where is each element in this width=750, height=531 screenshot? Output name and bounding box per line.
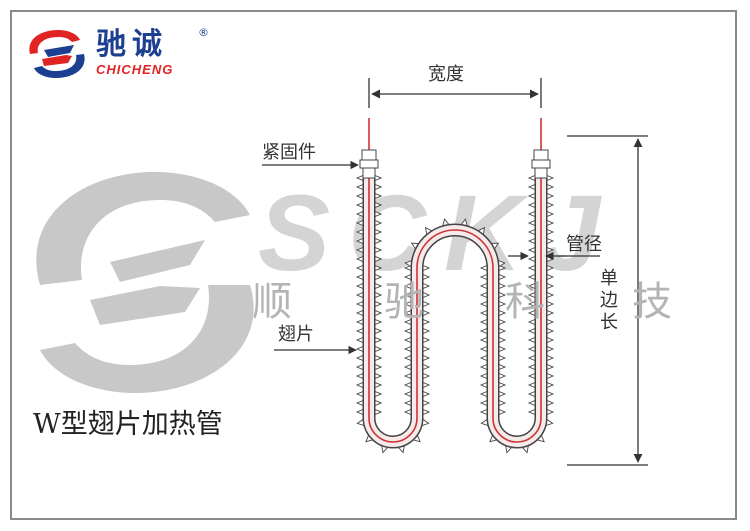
fastener-washer xyxy=(531,159,551,169)
heating-wire xyxy=(368,160,542,443)
watermark-emblem xyxy=(36,171,254,394)
leader-lines xyxy=(262,160,600,355)
fastener-nut xyxy=(361,149,377,161)
width-dimension xyxy=(368,78,542,108)
label-fastener: 紧固件 xyxy=(262,142,316,163)
length-dimension xyxy=(567,135,648,466)
diagram-title: W型翅片加热管 xyxy=(33,409,223,440)
brand-logo: 驰诚 ® CHICHENG xyxy=(26,26,216,80)
fastener-washer xyxy=(359,159,379,169)
logo-emblem-icon xyxy=(29,30,85,78)
logo-chinese-name: 驰诚 xyxy=(96,27,168,62)
watermark-char-3: 科 xyxy=(505,279,545,325)
label-single-side-length: 单边长 xyxy=(597,268,618,334)
label-width: 宽度 xyxy=(428,64,464,85)
logo-english-name: CHICHENG xyxy=(96,62,174,77)
watermark-char-2: 驰 xyxy=(384,279,424,325)
label-pipe-diameter: 管径 xyxy=(566,234,602,255)
watermark-char-4: 技 xyxy=(632,279,672,325)
fastener-nut xyxy=(533,149,549,161)
label-fin: 翅片 xyxy=(278,324,314,345)
watermark-char-1: 顺 xyxy=(252,279,292,325)
logo-registered-mark: ® xyxy=(198,26,209,39)
fastener-body xyxy=(362,167,376,179)
w-fin-heating-tube xyxy=(355,118,555,454)
fastener-body xyxy=(534,167,548,179)
